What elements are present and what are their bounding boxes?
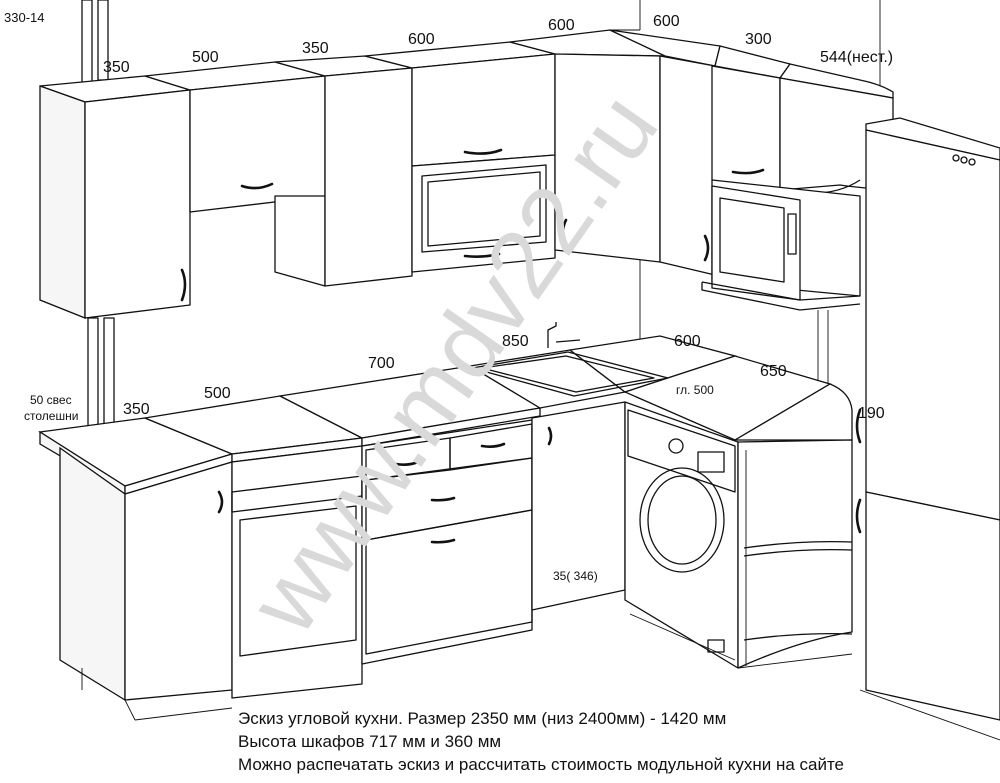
lower-dim-1: 350 — [123, 401, 150, 418]
upper-dim-7: 300 — [745, 31, 772, 48]
upper-dim-2: 500 — [192, 49, 219, 66]
lower-dim-4: 850 — [502, 333, 529, 350]
lower-dim-6: 650 — [760, 363, 787, 380]
lower-dim-5: 600 — [674, 333, 701, 350]
upper-dim-4: 600 — [408, 31, 435, 48]
upper-dim-1: 350 — [103, 59, 130, 76]
refrigerator — [855, 117, 1000, 721]
lower-dim-7: 190 — [858, 405, 885, 422]
cabinet-note: 35( 346) — [553, 569, 598, 583]
lower-dim-3: 700 — [368, 355, 395, 372]
upper-dim-8: 544(нест.) — [820, 49, 893, 66]
caption-line-2: Высота шкафов 717 мм и 360 мм — [238, 732, 501, 751]
depth-label: гл. 500 — [676, 383, 714, 397]
upper-cabinets — [39, 29, 894, 319]
lower-cabinets — [38, 322, 853, 721]
lower-dim-2: 500 — [204, 385, 231, 402]
caption-line-1: Эскиз угловой кухни. Размер 2350 мм (низ… — [238, 709, 726, 728]
caption-line-3: Можно распечатать эскиз и рассчитать сто… — [238, 755, 844, 774]
upper-dim-5: 600 — [548, 17, 575, 34]
code-label: 330-14 — [4, 10, 44, 25]
overhang-label-line1: 50 свес — [30, 393, 72, 407]
upper-dim-6: 600 — [653, 13, 680, 30]
overhang-label-line2: столешни — [24, 409, 78, 423]
upper-dim-3: 350 — [302, 40, 329, 57]
